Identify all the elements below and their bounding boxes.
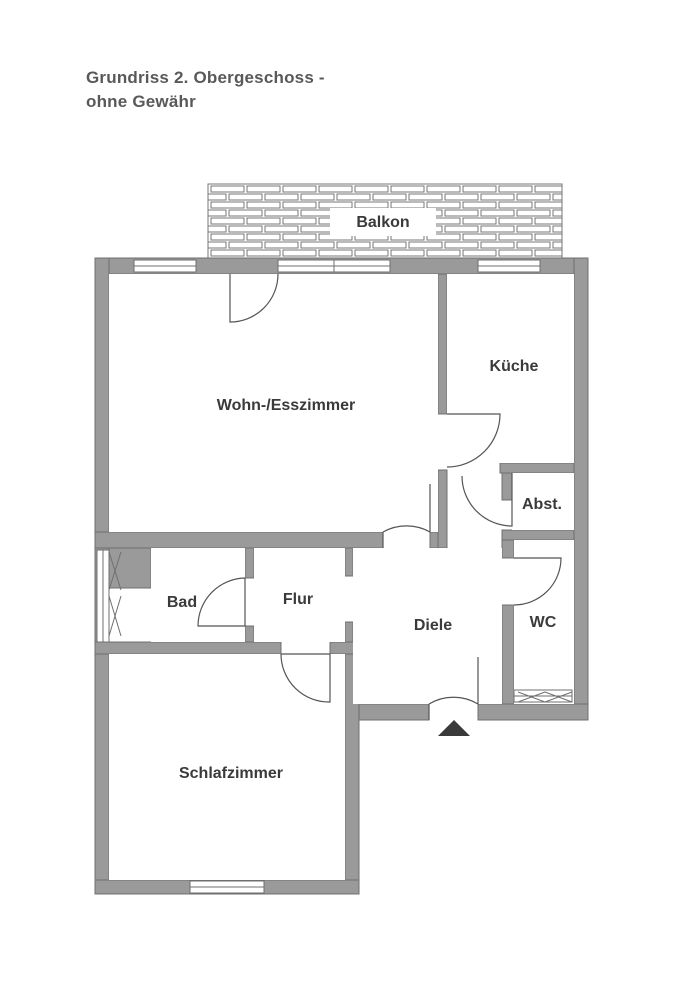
label-hall: Diele — [414, 617, 452, 634]
plan-title-line-2: ohne Gewähr — [86, 92, 196, 111]
label-bathroom: Bad — [167, 594, 197, 611]
plan-title-line-1: Grundriss 2. Obergeschoss - — [86, 68, 325, 87]
label-storage: Abst. — [522, 496, 562, 513]
plan-title: Grundriss 2. Obergeschoss - ohne Gewähr — [86, 66, 325, 114]
label-corridor: Flur — [283, 591, 313, 608]
doors — [197, 273, 562, 720]
label-bedroom: Schlafzimmer — [179, 765, 283, 782]
walls — [94, 257, 589, 895]
bath-window — [108, 551, 573, 703]
label-balcony: Balkon — [356, 214, 409, 231]
entrance-marker — [438, 720, 470, 736]
label-living-room: Wohn-/Esszimmer — [217, 397, 355, 414]
balcony — [207, 183, 563, 261]
label-wc: WC — [530, 614, 557, 631]
label-kitchen: Küche — [490, 358, 539, 375]
